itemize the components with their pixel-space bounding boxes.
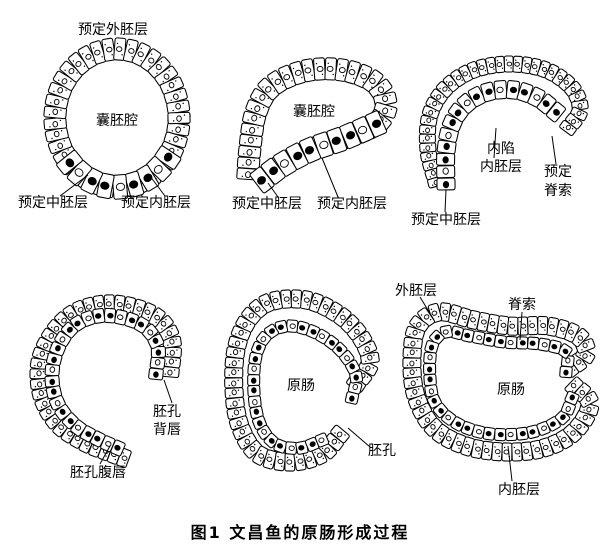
label-prospective-mesoderm-3: 预定中胚层 [411, 212, 481, 228]
label-prospective-notochord-line1: 预定 [544, 164, 572, 180]
label-dorsal-lip-line1: 胚孔 [153, 404, 181, 420]
leader-lines [59, 127, 557, 482]
label-archenteron-6: 原肠 [497, 382, 525, 398]
label-endoderm-6: 内胚层 [498, 482, 540, 498]
label-prospective-notochord-line2: 脊索 [544, 183, 572, 199]
label-prospective-mesoderm-1: 预定中胚层 [18, 195, 88, 211]
label-prospective-ectoderm: 预定外胚层 [78, 22, 148, 38]
label-blastocoel-2: 囊胚腔 [293, 104, 335, 120]
label-archenteron-5: 原肠 [287, 378, 315, 394]
label-invaginated-line1: 内陷 [487, 141, 515, 157]
label-notochord-6: 脊索 [508, 297, 536, 313]
label-dorsal-lip-line2: 背唇 [153, 422, 181, 438]
label-invaginated-line2: 内胚层 [480, 159, 522, 175]
figure-caption: 图1 文昌鱼的原肠形成过程 [190, 523, 410, 542]
label-blastocoel-1: 囊胚腔 [96, 113, 138, 129]
label-ectoderm-6: 外胚层 [395, 283, 437, 299]
label-prospective-endoderm-2: 预定内胚层 [317, 196, 387, 212]
label-prospective-endoderm-1: 预定内胚层 [121, 195, 191, 211]
cell-layers [29, 37, 600, 472]
label-ventral-lip: 胚孔腹唇 [70, 465, 126, 481]
label-prospective-mesoderm-2: 预定中胚层 [232, 196, 302, 212]
label-blastopore-5: 胚孔 [368, 443, 396, 459]
